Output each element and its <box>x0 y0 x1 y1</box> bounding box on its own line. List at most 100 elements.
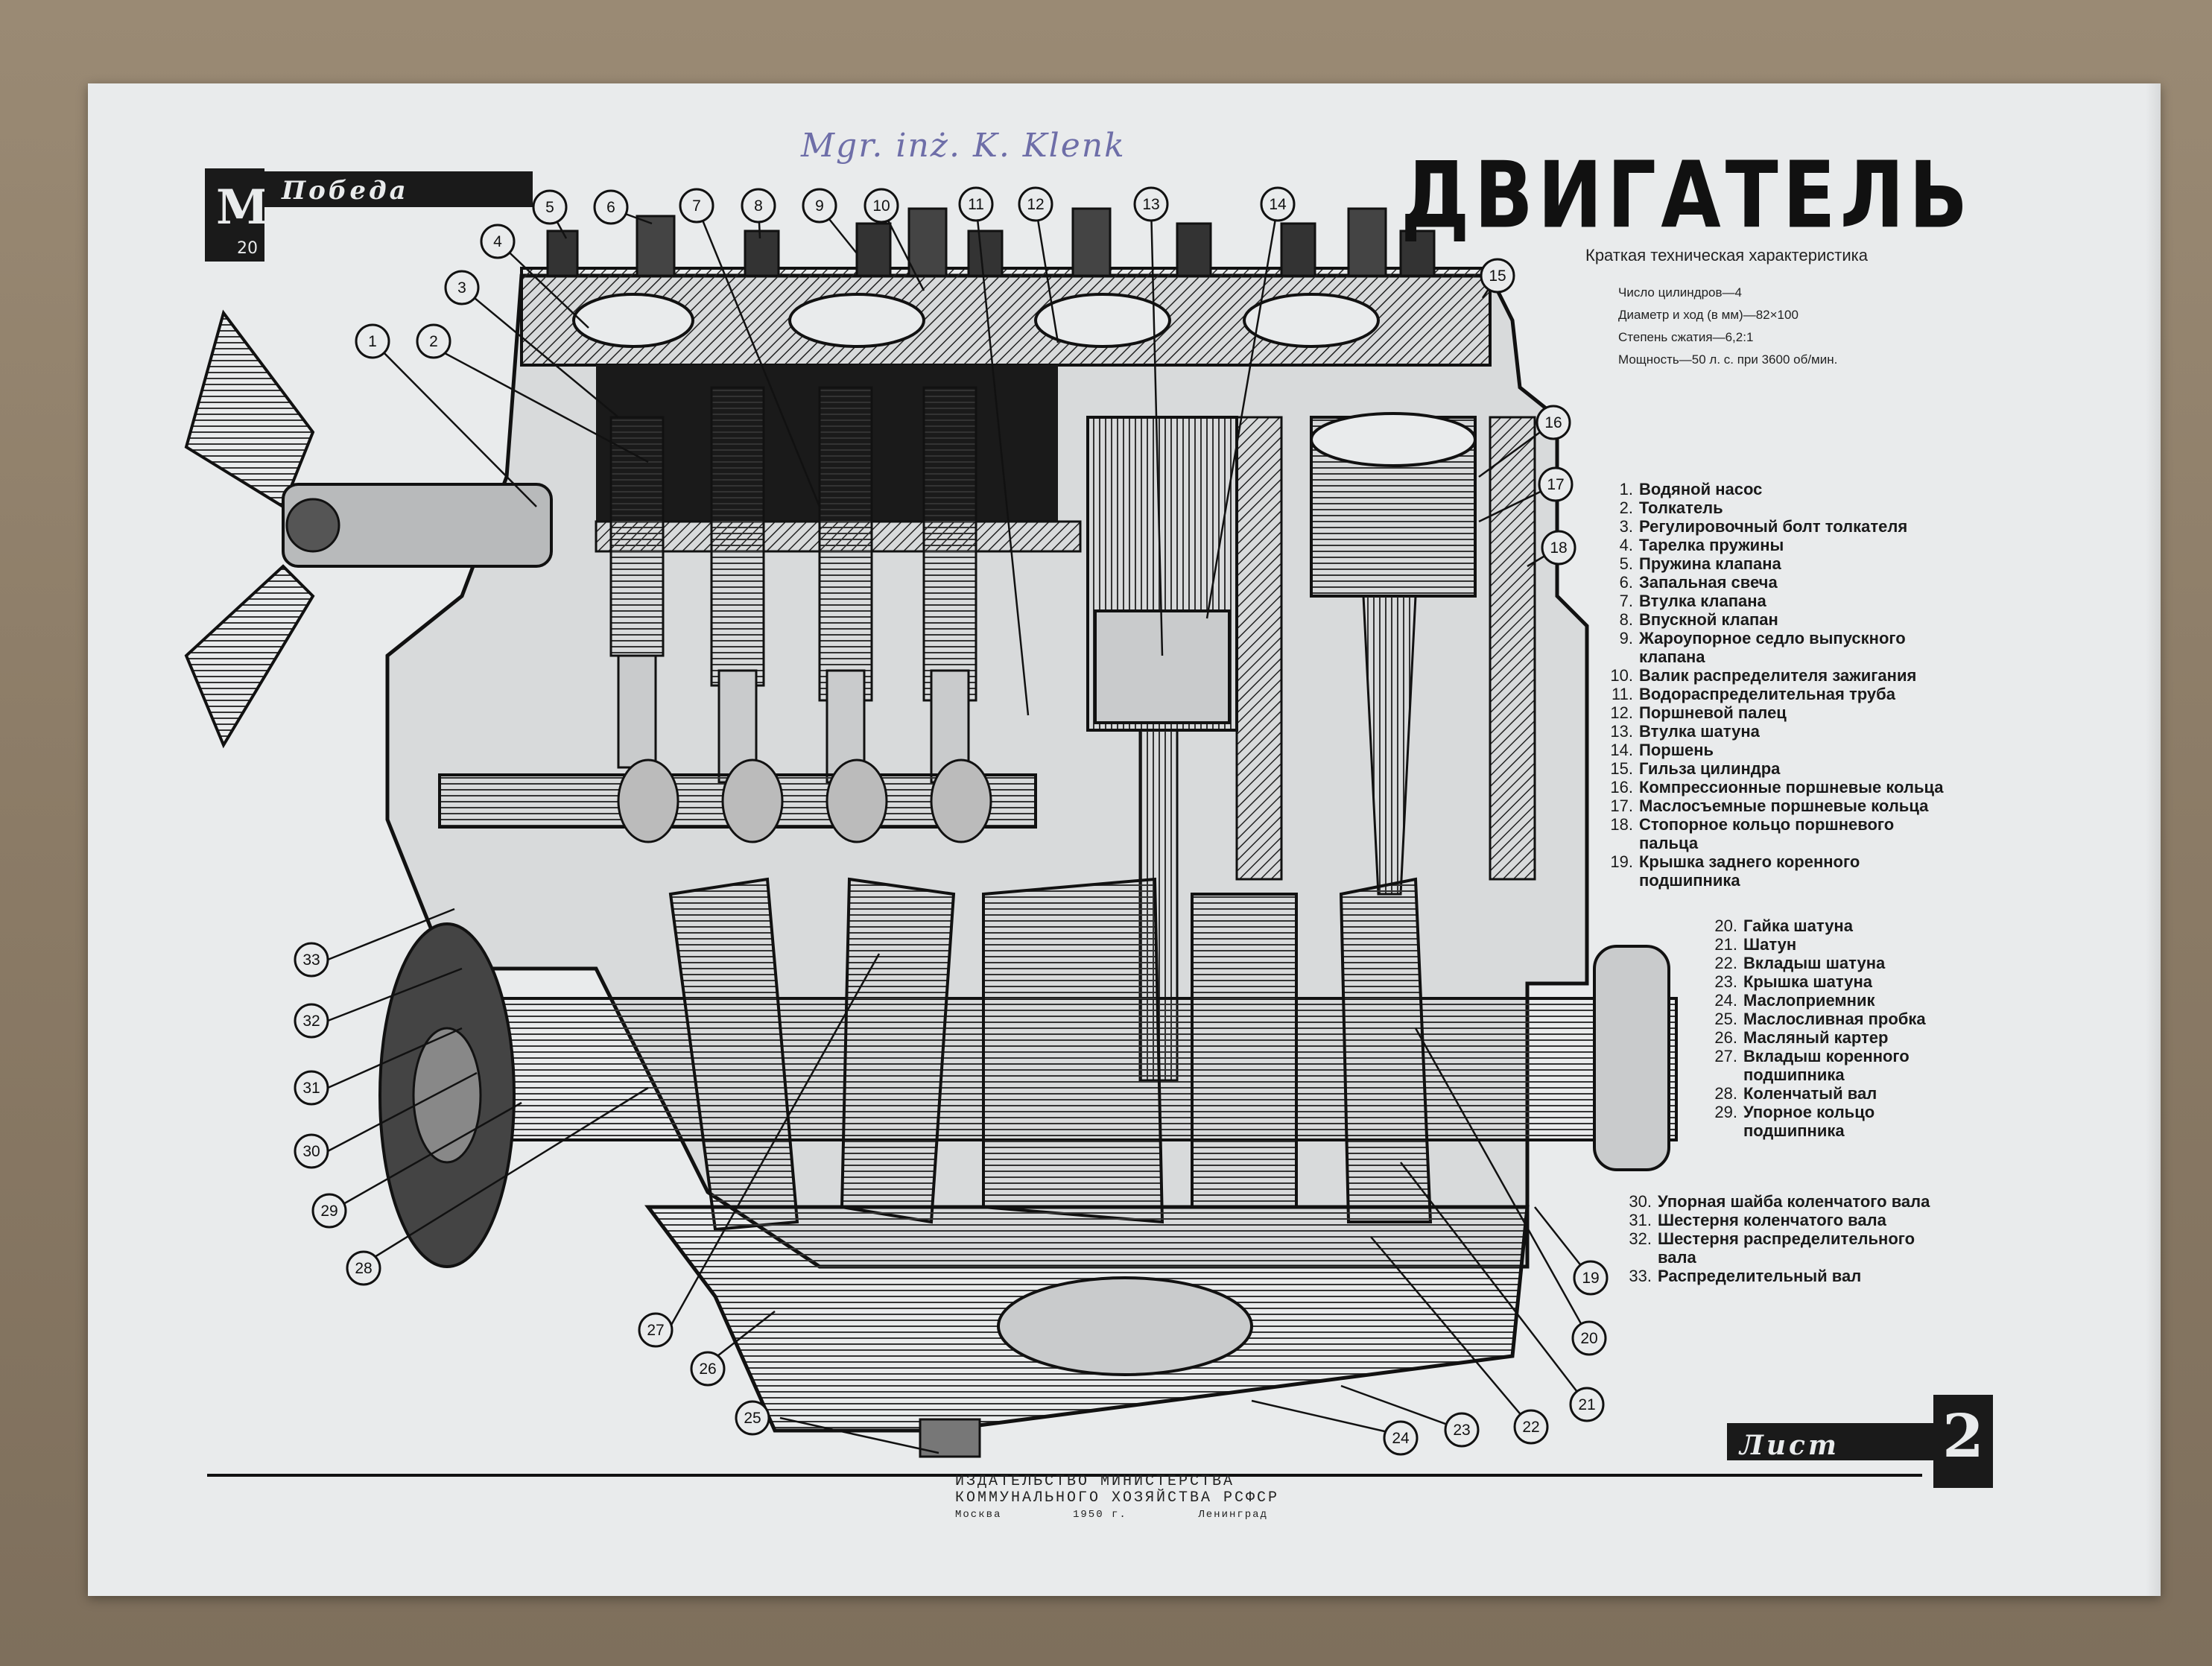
callout-number: 27 <box>647 1322 664 1339</box>
legend-item: 16.Компрессионные поршневые кольца <box>1602 778 1989 796</box>
callout-number: 31 <box>302 1080 320 1097</box>
legend-item: пальца <box>1602 834 1989 852</box>
legend-item-number: 33. <box>1629 1267 1652 1285</box>
callout-number: 25 <box>744 1410 761 1427</box>
callout-number: 7 <box>692 197 701 215</box>
callout-number: 11 <box>968 196 984 213</box>
callout-22 <box>1513 1409 1549 1445</box>
legend-item-number: 6. <box>1619 573 1633 592</box>
callout-20 <box>1571 1320 1607 1356</box>
legend-item-number: 10. <box>1610 666 1633 685</box>
legend-item: 13.Втулка шатуна <box>1602 722 1989 741</box>
legend-item-number: 2. <box>1619 498 1633 517</box>
specs-heading: Краткая техническая характеристика <box>1585 246 1868 265</box>
legend-item: 19. Крышка заднего коренного <box>1602 852 1989 871</box>
legend-item: 28.Коленчатый вал <box>1706 1084 2094 1103</box>
legend-item-number: 1. <box>1619 480 1633 498</box>
callout-number: 4 <box>493 233 502 250</box>
legend-item-label: Вкладыш шатуна <box>1743 954 1886 972</box>
callout-13 <box>1133 186 1169 222</box>
callout-number: 33 <box>302 951 320 969</box>
legend-item: 12.Поршневой палец <box>1602 703 1989 722</box>
legend-item-number: 32. <box>1629 1229 1652 1248</box>
legend-item-number: 14. <box>1610 741 1633 759</box>
callout-number: 26 <box>699 1361 716 1378</box>
callout-number: 21 <box>1578 1396 1595 1413</box>
publisher-city: Ленинград <box>1198 1509 1268 1521</box>
callout-number: 30 <box>302 1143 320 1160</box>
callout-number: 29 <box>320 1203 337 1220</box>
callout-number: 32 <box>302 1013 320 1030</box>
callout-15 <box>1480 258 1515 294</box>
legend-item-number: 25. <box>1714 1010 1737 1028</box>
legend-item-label: Маслоприемник <box>1743 991 1875 1010</box>
legend-item: вала <box>1620 1248 2008 1267</box>
callout-3 <box>444 270 480 305</box>
legend-item-number <box>1602 647 1639 666</box>
legend-item-number: 9. <box>1619 629 1633 647</box>
callout-12 <box>1018 186 1053 222</box>
specs-list: Число цилиндров—4 Диаметр и ход (в мм)—8… <box>1618 282 1837 371</box>
legend-item-label: Маслосливная пробка <box>1743 1010 1926 1028</box>
legend-item-number: 30. <box>1629 1192 1652 1211</box>
legend-item-number: 15. <box>1610 759 1633 778</box>
legend-item: 24. Маслоприемник <box>1706 991 2094 1010</box>
legend-item: 29.Упорное кольцо <box>1706 1103 2094 1121</box>
legend-item: 7. Втулка клапана <box>1602 592 1989 610</box>
callout-number: 9 <box>815 197 824 215</box>
legend-item-label: Распределительный вал <box>1658 1267 1862 1285</box>
legend-item-label: Втулка клапана <box>1639 592 1766 610</box>
legend-item-label: Валик распределителя зажигания <box>1639 666 1917 685</box>
camshaft <box>438 758 1037 843</box>
legend-item-number: 27. <box>1714 1047 1737 1065</box>
callout-31 <box>294 1070 329 1106</box>
callout-26 <box>690 1351 726 1387</box>
spec-line: Мощность—50 л. с. при 3600 об/мин. <box>1618 352 1838 367</box>
legend-item-label: Шестерня распределительного <box>1658 1229 1915 1248</box>
callout-leaders <box>327 203 1591 1454</box>
callout-24 <box>1383 1420 1419 1456</box>
legend-item-number <box>1602 871 1639 890</box>
legend-item-number <box>1706 1065 1743 1084</box>
legend-item: 3.Регулировочный болт толкателя <box>1602 517 1989 536</box>
legend-item-label: Крышка заднего коренного <box>1639 852 1860 871</box>
callout-number: 24 <box>1392 1430 1410 1447</box>
legend-item-label: Тарелка пружины <box>1639 536 1784 554</box>
legend-item-number: 8. <box>1619 610 1633 629</box>
callout-7 <box>679 188 714 224</box>
legend-item: 22.Вкладыш шатуна <box>1706 954 2094 972</box>
legend-item-label: Масляный картер <box>1743 1028 1889 1047</box>
sheet-edge <box>2146 83 2161 1596</box>
legend-item-number: 7. <box>1619 592 1633 610</box>
legend-item: 27.Вкладыш коренного <box>1706 1047 2094 1065</box>
publisher-place-year: Москва 1950 г. Ленинград <box>955 1507 1268 1523</box>
legend-item: 10. Валик распределителя зажигания <box>1602 666 1989 685</box>
legend-item-label: подшипника <box>1743 1065 1845 1084</box>
legend-item: 30.Упорная шайба коленчатого вала <box>1620 1192 2008 1211</box>
callout-19 <box>1573 1260 1609 1296</box>
legend-item-label: Запальная свеча <box>1639 573 1778 592</box>
legend-item-label: Пружина клапана <box>1639 554 1781 573</box>
publisher-line: КОММУНАЛЬНОГО ХОЗЯЙСТВА РСФСР <box>955 1489 1280 1507</box>
legend-item-number: 26. <box>1714 1028 1737 1047</box>
callout-number: 2 <box>429 333 438 350</box>
spec-line: Число цилиндров—4 <box>1618 285 1742 300</box>
callout-number: 10 <box>872 197 890 215</box>
legend-item: 11.Водораспределительная труба <box>1602 685 1989 703</box>
callout-number: 12 <box>1027 196 1044 213</box>
legend-item-label: Компрессионные поршневые кольца <box>1639 778 1944 796</box>
legend-item-label: подшипника <box>1743 1121 1845 1140</box>
legend-item: 4.Тарелка пружины <box>1602 536 1989 554</box>
legend-item-number: 24. <box>1714 991 1737 1010</box>
legend-item-label: вала <box>1658 1248 1696 1267</box>
legend-item-number: 13. <box>1610 722 1633 741</box>
legend-item-label: Крышка шатуна <box>1743 972 1873 991</box>
callout-5 <box>532 189 568 225</box>
legend-item: подшипника <box>1706 1065 2094 1084</box>
callout-number: 15 <box>1489 267 1506 285</box>
sheet-badge <box>1727 1395 1993 1488</box>
legend-item-number: 19. <box>1610 852 1633 871</box>
